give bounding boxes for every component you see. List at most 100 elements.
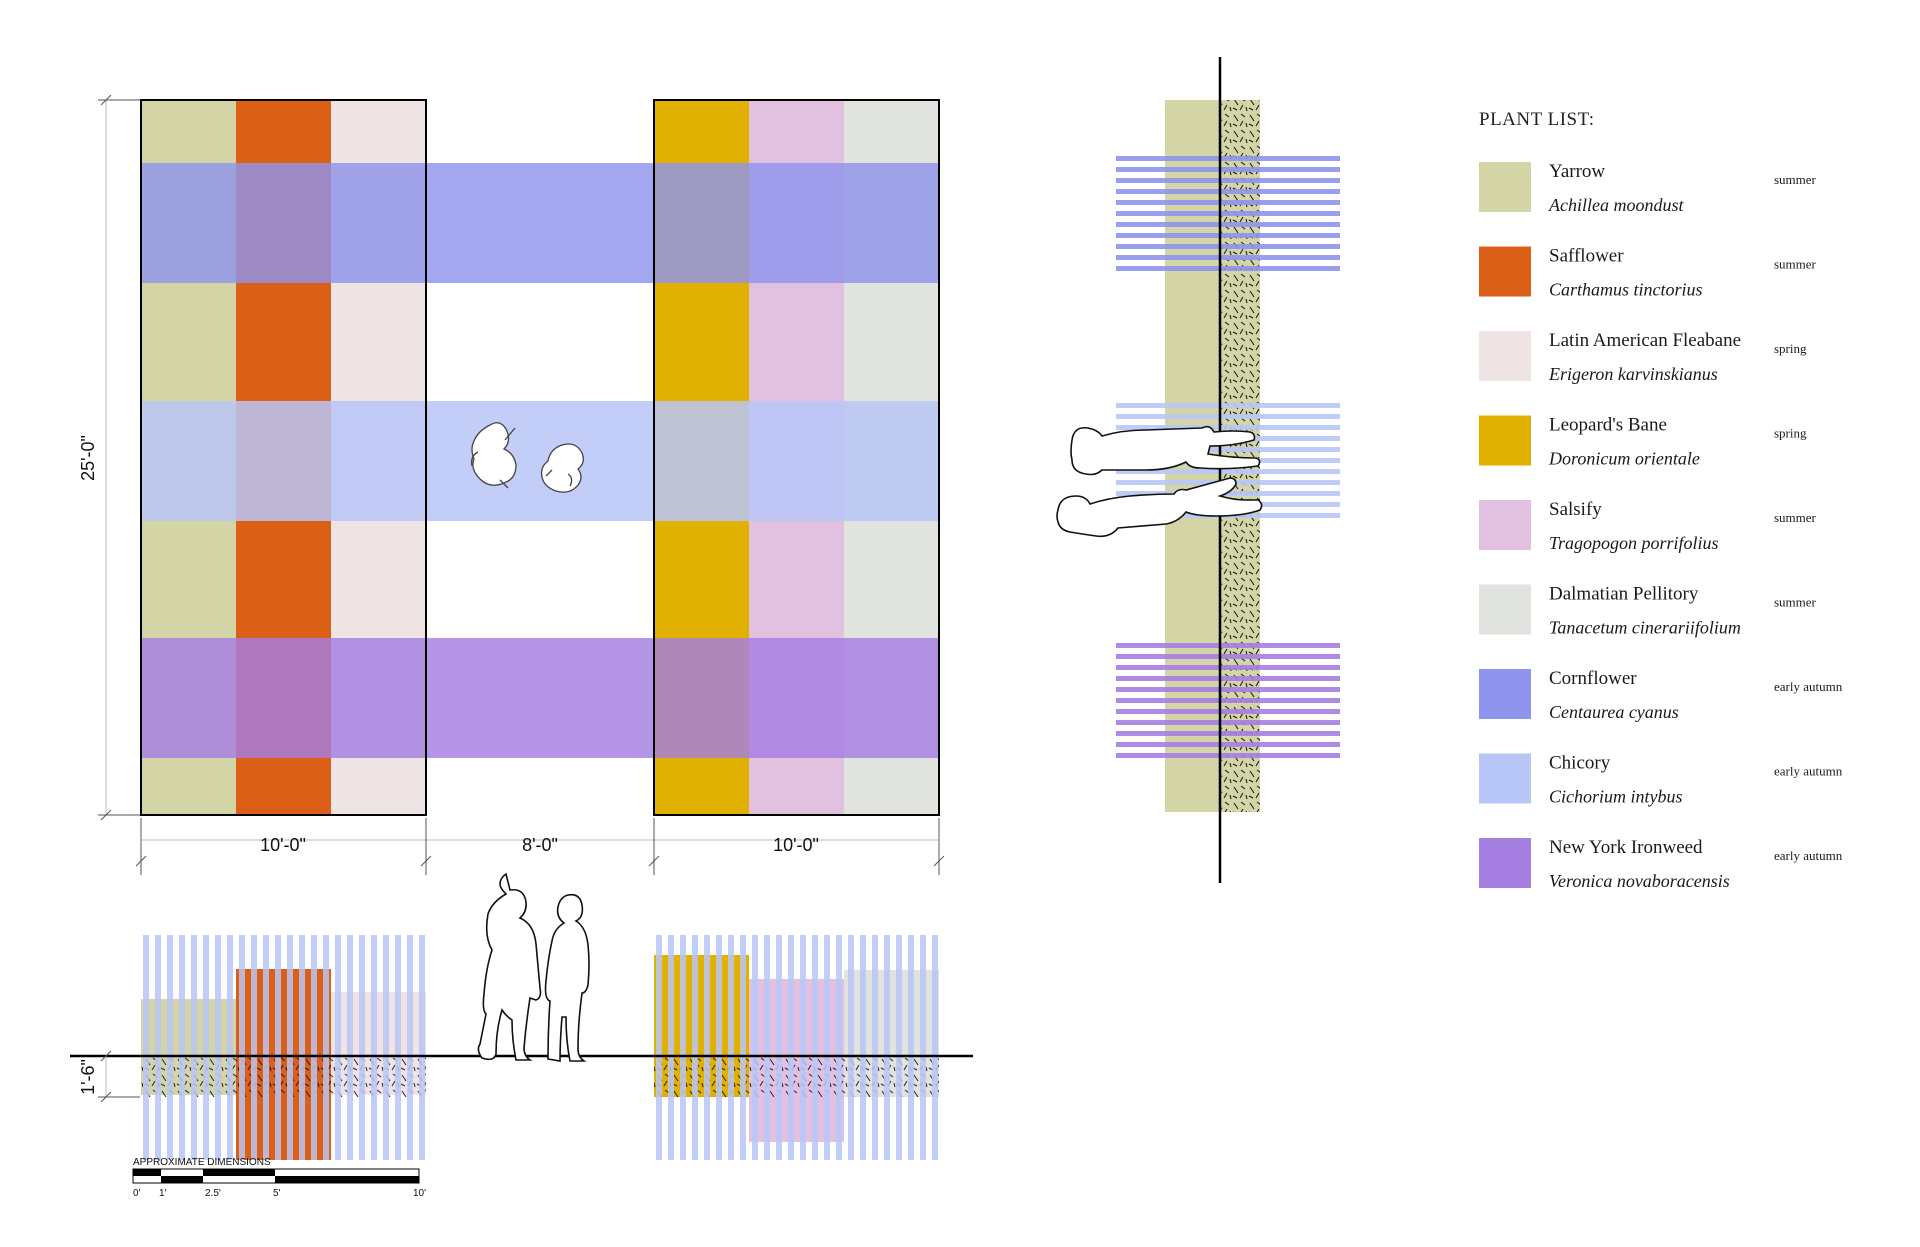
stripe — [908, 935, 914, 1160]
scale-tick-10: 10' — [413, 1188, 426, 1199]
section-view: 1'-6" APPROXIMATE DIMENSIONS 0' 1' 2.5' … — [70, 872, 973, 1199]
stripe — [323, 935, 329, 1160]
stripe — [1116, 244, 1340, 249]
stripe — [1116, 469, 1340, 474]
stripe — [1116, 491, 1340, 496]
legend-latin-name: Erigeron karvinskianus — [1548, 364, 1718, 384]
stripe — [227, 935, 233, 1160]
legend-season: summer — [1774, 257, 1817, 272]
legend-latin-name: Doronicum orientale — [1548, 449, 1700, 469]
bed-right-outline — [653, 99, 940, 816]
stripe — [203, 935, 209, 1160]
legend-season: spring — [1774, 426, 1807, 441]
stripe — [1116, 414, 1340, 419]
stripe — [1116, 266, 1340, 271]
legend-title: PLANT LIST: — [1479, 109, 1595, 130]
legend-season: early autumn — [1774, 679, 1843, 694]
stripe — [1116, 720, 1340, 725]
legend-common-name: New York Ironweed — [1549, 837, 1703, 858]
elevation-cornflower-stripes — [1116, 156, 1340, 271]
stripe — [299, 935, 305, 1160]
legend-latin-name: Cichorium intybus — [1549, 787, 1683, 807]
legend-common-name: Leopard's Bane — [1549, 415, 1667, 436]
legend-latin-name: Centaurea cyanus — [1549, 702, 1679, 722]
stripe — [335, 935, 341, 1160]
legend-latin-name: Veronica novaboracensis — [1549, 871, 1730, 891]
legend-swatch — [1479, 669, 1531, 719]
stripe — [263, 935, 269, 1160]
stripe — [407, 935, 413, 1160]
bed-left-outline — [140, 99, 427, 816]
legend-common-name: Safflower — [1549, 246, 1624, 267]
dimension-lines — [98, 94, 945, 875]
elevation-ironweed-stripes — [1116, 643, 1340, 758]
stripe — [251, 935, 257, 1160]
stripe — [155, 935, 161, 1160]
legend-swatch — [1479, 415, 1531, 466]
stripe — [239, 935, 245, 1160]
legend-common-name: Latin American Fleabane — [1549, 330, 1741, 351]
dim-bed-left-width: 10'-0" — [260, 835, 306, 855]
stripe — [287, 935, 293, 1160]
scale-tick-5: 5' — [273, 1188, 281, 1199]
legend-swatch — [1479, 331, 1531, 381]
stripe — [1116, 731, 1340, 736]
stripe — [371, 935, 377, 1160]
legend-season: spring — [1774, 341, 1807, 356]
stripe — [419, 935, 425, 1160]
legend-latin-name: Tragopogon porrifolius — [1549, 533, 1719, 553]
stripe — [1116, 211, 1340, 216]
stripe — [1116, 178, 1340, 183]
scale-tick-0: 0' — [133, 1188, 141, 1199]
stripe — [800, 935, 806, 1160]
legend-swatch — [1479, 584, 1531, 635]
stripe — [932, 935, 938, 1160]
band-ironweed — [141, 638, 939, 758]
soil-right — [654, 1056, 939, 1097]
stripe — [1116, 709, 1340, 714]
stripe — [692, 935, 698, 1160]
stripe — [167, 935, 173, 1160]
dim-section-depth: 1'-6" — [78, 1059, 98, 1095]
legend-common-name: Chicory — [1549, 753, 1611, 774]
legend-swatch — [1479, 500, 1531, 550]
standing-people-icon — [477, 872, 590, 1062]
stripe — [752, 935, 758, 1160]
plan-view: 25'-0" 10'-0" 8'-0" 10'-0" — [78, 94, 945, 875]
stripe — [896, 935, 902, 1160]
stripe — [1116, 222, 1340, 227]
stripe — [740, 935, 746, 1160]
scale-tick-1: 1' — [159, 1188, 167, 1199]
stripe — [143, 935, 149, 1160]
band-cornflower — [141, 163, 939, 283]
lying-people-icon — [1056, 425, 1263, 538]
stripe — [1116, 753, 1340, 758]
stripe — [1116, 255, 1340, 260]
stripe — [728, 935, 734, 1160]
stripe — [704, 935, 710, 1160]
stripe — [764, 935, 770, 1160]
stripe — [668, 935, 674, 1160]
stripe — [872, 935, 878, 1160]
stripe — [680, 935, 686, 1160]
stripe — [776, 935, 782, 1160]
legend-common-name: Dalmatian Pellitory — [1549, 584, 1699, 605]
stripe — [1116, 698, 1340, 703]
legend-common-name: Salsify — [1549, 499, 1602, 520]
stripe — [1116, 189, 1340, 194]
stripe — [1116, 200, 1340, 205]
stripe — [347, 935, 353, 1160]
stripe — [383, 935, 389, 1160]
stripe — [1116, 233, 1340, 238]
stripe — [359, 935, 365, 1160]
legend-latin-name: Carthamus tinctorius — [1549, 280, 1703, 300]
legend-season: summer — [1774, 595, 1817, 610]
stripe — [812, 935, 818, 1160]
